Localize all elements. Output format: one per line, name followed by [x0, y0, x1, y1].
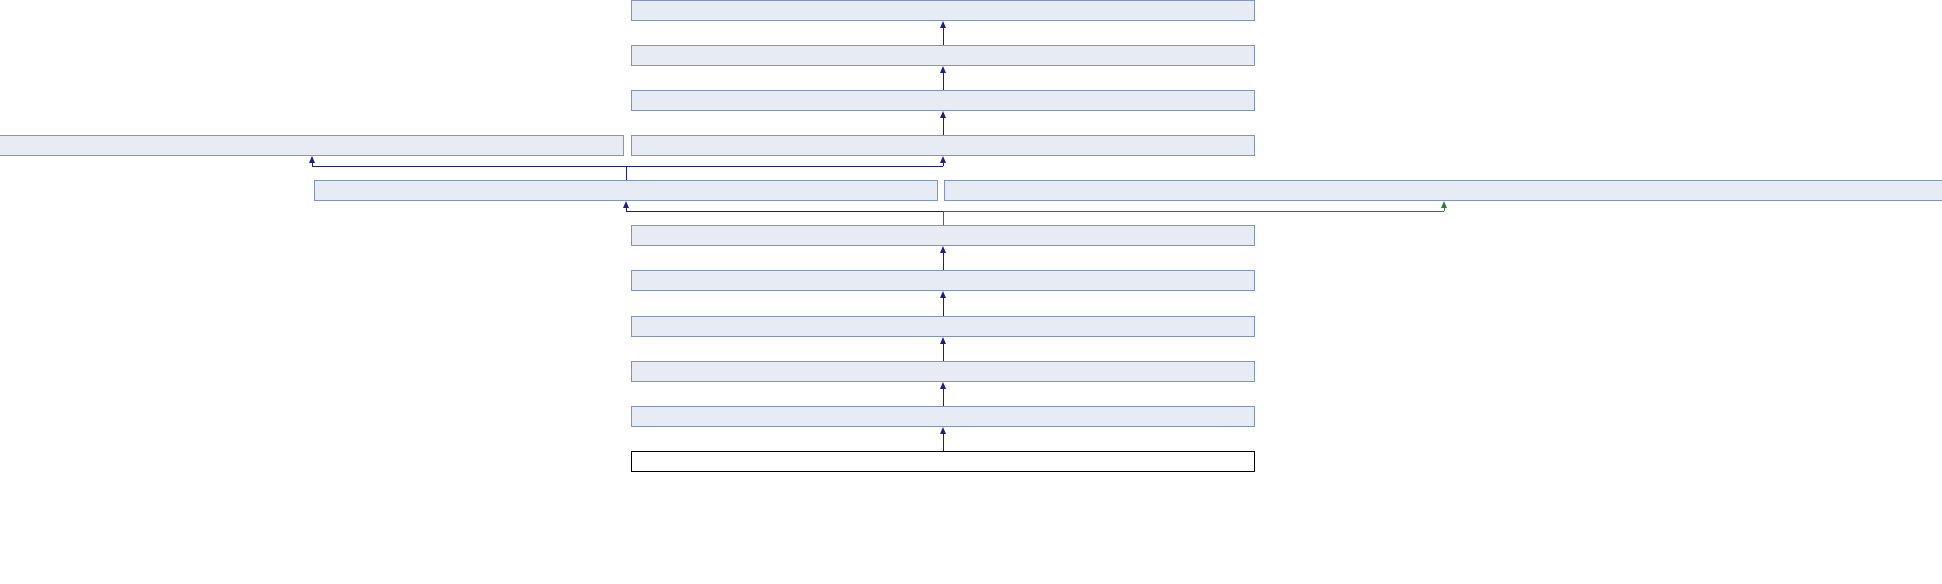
edge-tfobjimpl-to-tfobjimplbase	[943, 388, 944, 406]
edge-tfsigschemebase-to-tfbase-arrowhead	[1440, 201, 1447, 208]
edge-tfsigschemebase-to-tfbase-v2	[1444, 207, 1445, 211]
class-node-tfobjimplbase[interactable]	[631, 361, 1255, 382]
edge-pksigner-to-pksigscheme-v2	[312, 162, 313, 166]
edge-privatekeyalg-to-asymmetric	[943, 117, 944, 135]
edge-tfobjimpl-to-tfobjimplbase-arrowhead	[939, 382, 946, 389]
class-node-tfsignerbase[interactable]	[631, 270, 1255, 291]
edge-pksigner-to-pksigscheme-arrowhead	[308, 156, 315, 163]
edge-tfsigschemebase-to-pksigner-v2	[626, 207, 627, 211]
edge-pksigner-to-privatekeyalg-v2	[943, 162, 944, 166]
edge-tfsignerbase-to-tfsigschemebase	[943, 252, 944, 270]
edge-tfsigschemebase-to-tfbase-v1	[943, 211, 944, 225]
edge-asymmetric-to-algorithm-arrowhead	[939, 66, 946, 73]
class-node-pksigner[interactable]	[314, 180, 938, 201]
edge-algorithm-to-clonable-arrowhead	[939, 21, 946, 28]
edge-algoimpl-to-tfsignerbase-arrowhead	[939, 291, 946, 298]
edge-tfsigschemebase-to-tfbase-h	[943, 211, 1444, 212]
edge-tfsigschemebase-to-pksigner-arrowhead	[622, 201, 629, 208]
edge-pksigner-to-privatekeyalg-h	[626, 166, 943, 167]
edge-pksigner-to-privatekeyalg-v1	[626, 166, 627, 180]
edge-tfsignerimpl-to-tfobjimpl-arrowhead	[939, 427, 946, 434]
class-node-tfsignerimpl[interactable]	[631, 451, 1255, 472]
edge-tfsignerbase-to-tfsigschemebase-arrowhead	[939, 246, 946, 253]
class-node-tfobjimpl[interactable]	[631, 406, 1255, 427]
class-node-pksigscheme[interactable]	[0, 135, 624, 156]
edge-algorithm-to-clonable	[943, 27, 944, 45]
edge-asymmetric-to-algorithm	[943, 72, 944, 90]
class-node-privatekeyalg[interactable]	[631, 135, 1255, 156]
edge-privatekeyalg-to-asymmetric-arrowhead	[939, 111, 946, 118]
edge-pksigner-to-privatekeyalg-arrowhead	[939, 156, 946, 163]
edge-algoimpl-to-tfsignerbase	[943, 297, 944, 316]
edge-tfobjimplbase-to-algoimpl	[943, 343, 944, 361]
edge-pksigner-to-pksigscheme-h	[312, 166, 626, 167]
edge-tfobjimplbase-to-algoimpl-arrowhead	[939, 337, 946, 344]
class-node-clonable[interactable]	[631, 0, 1255, 21]
class-node-algoimpl[interactable]	[631, 316, 1255, 337]
class-node-algorithm[interactable]	[631, 45, 1255, 66]
class-node-asymmetric[interactable]	[631, 90, 1255, 111]
class-node-tfsigschemebase[interactable]	[631, 225, 1255, 246]
class-node-tfbase[interactable]	[944, 180, 1942, 201]
edge-tfsignerimpl-to-tfobjimpl	[943, 433, 944, 451]
edge-tfsigschemebase-to-pksigner-h	[626, 211, 943, 212]
